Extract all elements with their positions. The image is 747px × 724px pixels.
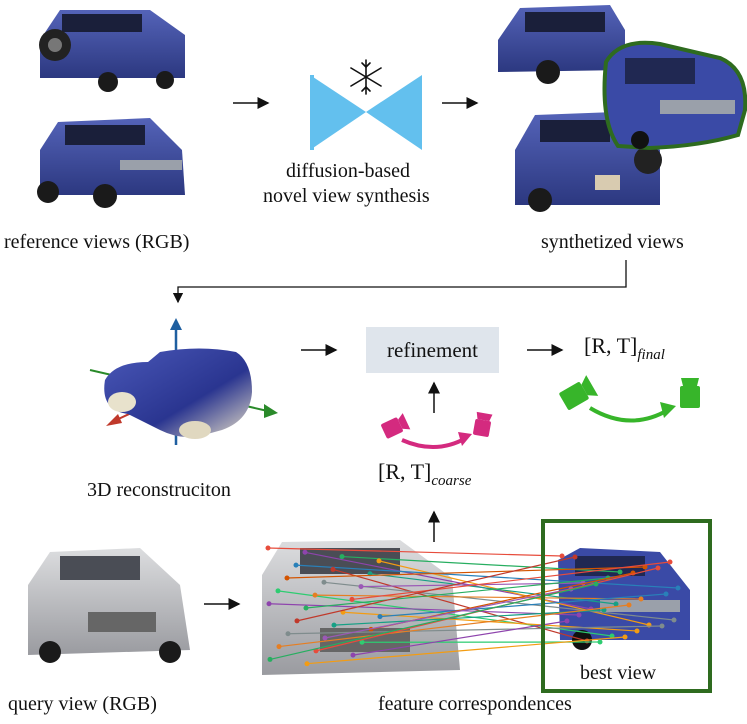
query-view <box>28 548 190 663</box>
keypoint <box>284 575 290 581</box>
keypoint <box>275 588 281 594</box>
keypoint <box>655 565 661 571</box>
synthesized-view-best <box>602 40 747 151</box>
keypoint <box>622 634 628 640</box>
match-line <box>278 604 630 648</box>
keypoint <box>294 618 300 624</box>
diffusion-label-line2: novel view synthesis <box>263 185 430 207</box>
pose-coarse-label: [R, T]coarse <box>378 459 471 489</box>
camera-icon <box>559 375 599 410</box>
match-line <box>286 566 646 579</box>
match-line <box>314 594 642 600</box>
keypoint <box>322 635 328 641</box>
keypoint <box>617 569 623 575</box>
keypoint <box>312 592 318 598</box>
keypoint <box>584 638 590 644</box>
diffusion-label-line1: diffusion-based <box>286 160 411 182</box>
keypoint <box>331 622 337 628</box>
keypoint <box>321 579 327 585</box>
reference-view-2 <box>37 118 185 208</box>
keypoint <box>376 558 382 564</box>
keypoint <box>377 614 383 620</box>
keypoint <box>265 545 271 551</box>
match-line <box>333 609 605 626</box>
keypoint <box>609 633 615 639</box>
match-line <box>296 556 576 622</box>
keypoint <box>266 601 272 607</box>
keypoint <box>634 628 640 634</box>
keypoint <box>626 602 632 608</box>
keypoint <box>293 562 299 568</box>
match-lines <box>265 545 681 667</box>
keypoint <box>597 639 603 645</box>
diffusion-model <box>310 75 422 150</box>
match-line <box>268 603 580 616</box>
keypoint <box>638 596 644 602</box>
match-line <box>306 636 626 665</box>
keypoint <box>349 596 355 602</box>
query-view-label: query view (RGB) <box>8 693 157 715</box>
camera-final-icons <box>559 375 700 423</box>
pose-final-sub: final <box>637 347 665 363</box>
snowflake-icon <box>350 59 382 95</box>
match-line <box>305 577 609 609</box>
keypoint <box>593 581 599 587</box>
match-line <box>324 588 572 639</box>
keypoint <box>358 584 364 590</box>
keypoint <box>671 617 677 623</box>
keypoint <box>659 623 665 629</box>
keypoint <box>613 601 619 607</box>
pose-final-base: [R, T] <box>584 333 638 358</box>
match-line <box>378 560 650 626</box>
keypoint <box>303 605 309 611</box>
keypoint <box>564 618 570 624</box>
synthetized-views-label: synthetized views <box>541 231 684 253</box>
keypoint <box>285 631 291 637</box>
keypoint <box>276 644 282 650</box>
keypoint <box>267 656 273 662</box>
arrow-synth-to-reconstruction <box>172 260 627 304</box>
keypoint <box>675 585 681 591</box>
synthesized-view-1 <box>498 5 625 84</box>
feature-correspondences-label: feature correspondences <box>378 693 572 715</box>
camera-icon <box>680 378 700 408</box>
refinement-label: refinement <box>387 337 478 362</box>
camera-icon <box>473 411 493 437</box>
keypoint <box>559 553 565 559</box>
match-line <box>323 581 675 621</box>
camera-icon <box>381 413 411 439</box>
keypoint <box>642 564 648 570</box>
match-line <box>295 564 679 589</box>
match-line <box>351 561 671 601</box>
keypoint <box>667 559 673 565</box>
keypoint <box>601 607 607 613</box>
reconstruction-3d <box>89 318 278 445</box>
match-line <box>379 593 667 618</box>
best-view-frame <box>541 519 712 693</box>
camera-coarse-icons <box>381 411 493 450</box>
pose-final-label: [R, T]final <box>584 333 665 363</box>
keypoint <box>330 566 336 572</box>
refinement-box: refinement <box>366 327 499 373</box>
keypoint <box>339 554 345 560</box>
keypoint <box>302 549 308 555</box>
match-line <box>267 547 563 557</box>
keypoint <box>350 652 356 658</box>
keypoint <box>359 639 365 645</box>
best-view-label: best view <box>578 662 659 685</box>
reference-view-1 <box>39 10 185 92</box>
match-line <box>352 620 568 656</box>
keypoint <box>572 554 578 560</box>
reconstruction-label: 3D reconstruciton <box>87 479 231 501</box>
pose-coarse-base: [R, T] <box>378 459 432 484</box>
keypoint <box>663 591 669 597</box>
reference-views-label: reference views (RGB) <box>4 231 190 253</box>
keypoint <box>576 612 582 618</box>
keypoint <box>304 661 310 667</box>
pose-coarse-sub: coarse <box>431 473 472 489</box>
